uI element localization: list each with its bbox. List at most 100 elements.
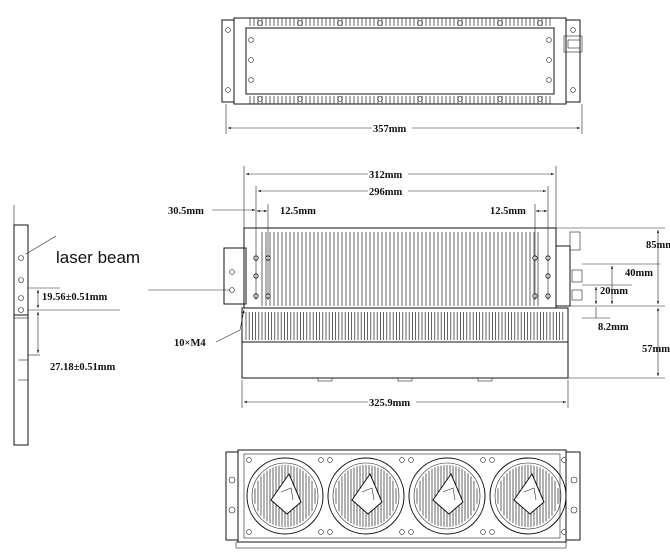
screw-icon <box>561 457 567 463</box>
fan-frame <box>327 457 405 535</box>
top-housing-outer <box>233 17 567 105</box>
fan-ring <box>251 462 319 530</box>
fan-icon <box>327 457 405 535</box>
fan-ring <box>413 462 481 530</box>
dim-20-label: 20mm <box>600 286 628 297</box>
screw-icon <box>489 457 495 463</box>
screw-icon <box>229 287 235 293</box>
bottom-left-bracket <box>225 451 239 541</box>
screw-icon <box>561 529 567 535</box>
screw-icon <box>248 77 254 83</box>
top-screws <box>225 20 576 102</box>
laser-leader <box>25 235 57 255</box>
dim-30-5-label: 30.5mm <box>168 206 204 217</box>
screw-icon <box>417 96 423 102</box>
screw-icon <box>399 457 405 463</box>
screw-icon <box>377 96 383 102</box>
dim-12-5-left-label: 12.5mm <box>280 206 316 217</box>
front-housing <box>243 227 557 309</box>
screw-icon <box>377 20 383 26</box>
dim-325-9-label: 325.9mm <box>369 398 410 409</box>
fan-icon <box>489 457 567 535</box>
dim-8-2-label: 8.2mm <box>598 322 629 333</box>
screw-icon <box>480 529 486 535</box>
screw-icon <box>497 20 503 26</box>
fan-icon <box>408 457 486 535</box>
screw-icon <box>246 529 252 535</box>
front-fins <box>261 232 539 306</box>
bottom-view <box>225 449 581 549</box>
screw-icon <box>537 96 543 102</box>
screw-icon <box>327 529 333 535</box>
top-connector-pin <box>567 39 581 49</box>
screw-icon <box>257 96 263 102</box>
dim-40-label: 40mm <box>625 268 653 279</box>
screw-icon <box>229 269 235 275</box>
front-left-flange <box>223 247 247 305</box>
screw-icon <box>408 529 414 535</box>
screw-icon <box>225 87 231 93</box>
lower-fins <box>245 312 564 340</box>
dim-357-label: 357mm <box>373 124 406 135</box>
fan-array <box>246 457 567 535</box>
screw-icon <box>246 457 252 463</box>
front-right-flange <box>555 245 571 307</box>
screw-icon <box>318 457 324 463</box>
top-view: 357mm <box>221 17 583 135</box>
front-view: 312mm 296mm 30.5mm 12.5mm 12.5mm 85mm 40… <box>168 166 670 409</box>
screw-icon <box>417 20 423 26</box>
screw-icon <box>248 57 254 63</box>
dim-85-label: 85mm <box>646 240 670 251</box>
screw-icon <box>546 77 552 83</box>
dim-57-label: 57mm <box>642 344 670 355</box>
fan-blade <box>280 487 294 501</box>
screw-icon <box>546 57 552 63</box>
top-housing-inner <box>245 27 555 95</box>
screw-icon <box>337 96 343 102</box>
fan-hub <box>432 472 464 515</box>
mount-holes-label: 10×M4 <box>174 338 206 349</box>
screw-icon <box>257 20 263 26</box>
front-connector <box>569 231 581 251</box>
screw-icon <box>399 529 405 535</box>
fan-ring <box>494 462 562 530</box>
fan-frame <box>408 457 486 535</box>
fan-blade <box>523 487 537 501</box>
dim-312-label: 312mm <box>369 170 402 181</box>
screw-icon <box>408 457 414 463</box>
screw-icon <box>489 529 495 535</box>
fan-frame <box>489 457 567 535</box>
dim-12-5-right-label: 12.5mm <box>490 206 526 217</box>
screw-icon <box>225 27 231 33</box>
screw-icon <box>570 27 576 33</box>
fan-hub <box>513 472 545 515</box>
top-fins-lower <box>249 96 551 104</box>
screw-icon <box>318 529 324 535</box>
dim-296-label: 296mm <box>369 187 402 198</box>
fan-frame <box>246 457 324 535</box>
fan-icon <box>246 457 324 535</box>
top-fins-upper <box>249 18 551 26</box>
screw-icon <box>457 96 463 102</box>
screw-icon <box>546 37 552 43</box>
dim-27-18-label: 27.18±0.51mm <box>50 362 116 373</box>
fan-hub <box>270 472 302 515</box>
screw-icon <box>480 457 486 463</box>
side-view: laser beam 19.56±0.51mm 27.18±0.51mm <box>13 205 230 446</box>
side-body-upper <box>13 224 29 316</box>
fan-ring <box>332 462 400 530</box>
bottom-right-bracket <box>565 451 581 541</box>
screw-icon <box>537 20 543 26</box>
screw-icon <box>337 20 343 26</box>
screw-icon <box>297 20 303 26</box>
screw-icon <box>497 96 503 102</box>
fan-blade <box>361 487 375 501</box>
screw-icon <box>457 20 463 26</box>
fan-hub <box>351 472 383 515</box>
screw-icon <box>248 37 254 43</box>
screw-icon <box>570 87 576 93</box>
fan-blade <box>442 487 456 501</box>
screw-icon <box>297 96 303 102</box>
screw-icon <box>327 457 333 463</box>
